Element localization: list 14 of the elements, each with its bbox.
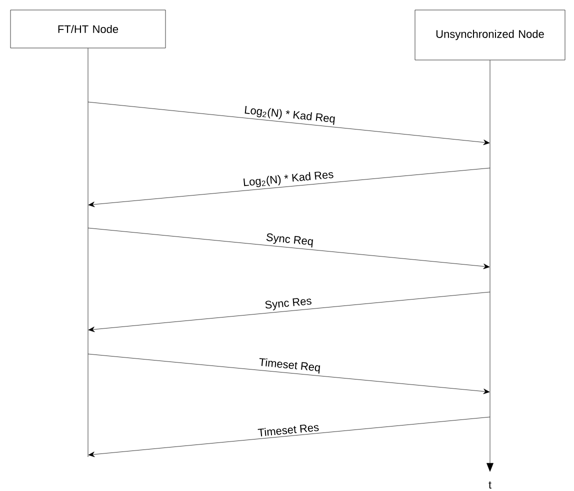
message-label: Log$_{2}$(N) * Kad Req bbox=[242, 104, 337, 126]
message-arrow bbox=[88, 292, 490, 332]
message-label: Timeset Res bbox=[256, 422, 320, 438]
message-arrow bbox=[88, 168, 490, 208]
participant-box: FT/HT Node bbox=[10, 10, 166, 48]
message-label: Sync Res bbox=[263, 296, 314, 312]
message-label: Timeset Req bbox=[257, 356, 322, 375]
message-arrow bbox=[88, 228, 490, 270]
message-label: Log$_{2}$(N) * Kad Res bbox=[241, 168, 336, 190]
message-arrow bbox=[88, 354, 490, 394]
participant-box: Unsynchronized Node bbox=[414, 10, 566, 60]
message-arrow bbox=[88, 102, 490, 146]
message-arrow bbox=[88, 416, 490, 458]
message-label: Sync Req bbox=[264, 232, 315, 249]
